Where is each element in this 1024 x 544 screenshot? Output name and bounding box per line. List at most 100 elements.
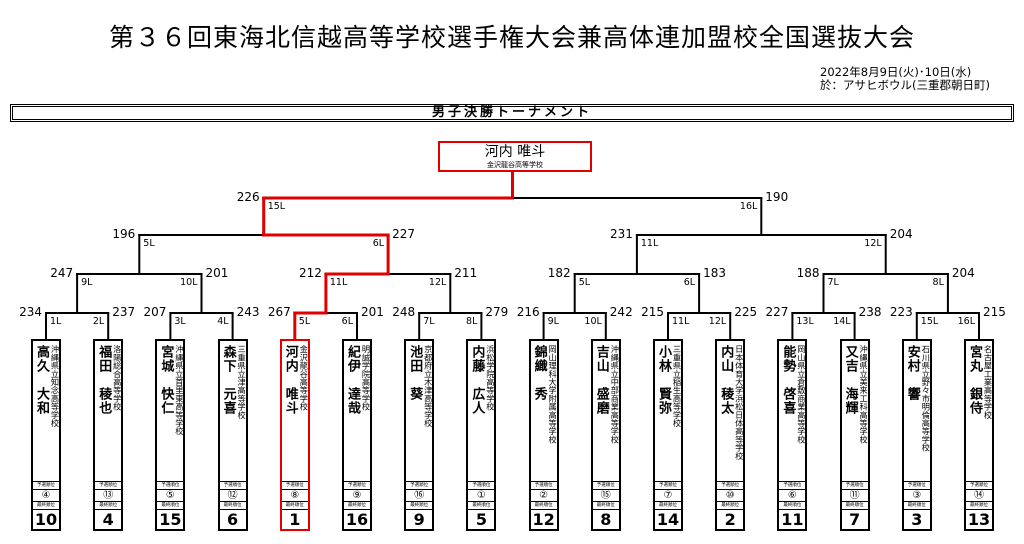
round1-match-6-right-lane: 12L [708, 316, 727, 327]
player-name: 又吉 海輝 [842, 345, 858, 415]
champion-box: 河内 唯斗 金沢龍谷高等学校 [438, 141, 592, 172]
seed-rank: ③ [903, 489, 930, 501]
final-label: 最終順位 [33, 501, 59, 509]
final-label: 最終順位 [655, 501, 681, 509]
page-title: 第３６回東海北信越高等学校選手権大会兼高体連加盟校全国選抜大会 [108, 23, 915, 52]
round1-match-5-right-score: 242 [609, 305, 633, 319]
seed-label: 予選順位 [219, 481, 246, 489]
seed-rank: ⑫ [219, 489, 246, 501]
round1-match-3-left-score: 267 [267, 305, 291, 319]
semifinal-2-right-lane: 12L [864, 238, 882, 249]
semifinal-1-left-score: 196 [112, 227, 136, 241]
final-match-right-score: 190 [765, 190, 789, 204]
final-label: 最終順位 [530, 501, 557, 509]
final-match-left-lane: 15L [267, 201, 286, 212]
final-rank: 14 [655, 509, 681, 529]
player-name: 高久 大和 [34, 345, 49, 415]
player-school: 沖縄県立中部商業高等学校 [609, 345, 620, 444]
seed-label: 予選順位 [33, 481, 59, 489]
round1-match-7-right-lane: 14L [833, 316, 851, 327]
player-name: 森下 元喜 [220, 345, 236, 415]
seed-label: 予選順位 [281, 481, 308, 489]
round1-match-8-left-lane: 15L [920, 316, 939, 327]
player-school: 明誠学院高等学校 [361, 345, 371, 411]
final-match-right-lane: 16L [739, 201, 758, 212]
seed-rank: ② [530, 489, 557, 501]
seed-rank: ⑩ [717, 489, 744, 501]
final-match-left-score: 226 [236, 190, 260, 204]
seed-label: 予選順位 [344, 481, 370, 489]
round1-match-2-right-score: 243 [236, 305, 260, 319]
round2-match-2-right-lane: 12L [428, 277, 447, 288]
seed-rank: ⑯ [406, 489, 433, 501]
player-name: 宮丸 銀侍 [967, 345, 982, 415]
round1-match-2-right-lane: 4L [217, 316, 229, 327]
round2-match-1-left-lane: 9L [81, 277, 93, 288]
player-name: 内山 稜太 [718, 345, 734, 415]
final-label: 最終順位 [406, 501, 433, 509]
semifinal-2-right-score: 204 [889, 227, 913, 241]
round1-match-6-left-lane: 11L [672, 316, 690, 327]
semifinal-2-left-score: 231 [609, 227, 633, 241]
final-rank: 1 [281, 509, 308, 530]
player-name: 能勢 啓喜 [780, 345, 796, 415]
player-name: 福田 稜也 [96, 345, 112, 415]
round1-match-5-left-lane: 9L [547, 316, 559, 327]
semifinal-1-right-score: 227 [392, 227, 415, 241]
final-rank: 8 [592, 509, 619, 530]
final-label: 最終順位 [903, 501, 930, 509]
seed-rank: ⑬ [95, 489, 122, 501]
round2-match-3-right-lane: 6L [683, 277, 696, 288]
semifinal-1-left-lane: 5L [143, 238, 155, 249]
seed-rank: ⑦ [655, 489, 681, 501]
final-label: 最終順位 [95, 501, 122, 509]
final-label: 最終順位 [344, 501, 370, 509]
seed-rank: ① [468, 489, 495, 501]
player-school: 日本体育大学浜松日体高等学校 [734, 345, 745, 460]
player-school: 沖縄県立知念高等学校 [50, 345, 60, 427]
player-name: 小林 賢弥 [656, 345, 671, 415]
player-school: 沖縄県立美来工科高等学校 [858, 345, 869, 444]
round2-match-3-right-score: 183 [703, 266, 726, 280]
seed-rank: ⑭ [966, 489, 992, 501]
round1-match-4-left-score: 248 [392, 305, 416, 319]
final-rank: 15 [157, 509, 184, 529]
seed-label: 予選順位 [655, 481, 681, 489]
round2-match-4-left-lane: 7L [827, 277, 839, 288]
seed-rank: ⑪ [841, 489, 868, 501]
final-rank: 9 [406, 509, 433, 530]
round1-match-1-left-lane: 1L [50, 316, 62, 327]
seed-rank: ⑥ [779, 489, 806, 501]
round2-match-4-right-score: 204 [951, 266, 975, 280]
round1-match-7-left-lane: 13L [796, 316, 814, 327]
player-school: 浜松学院高等学校 [485, 345, 496, 411]
final-rank: 5 [468, 509, 495, 530]
round2-match-1-right-score: 201 [205, 266, 229, 280]
seed-label: 予選順位 [903, 481, 930, 489]
player-school: 洛陽総合高等学校 [112, 345, 123, 411]
round1-match-1-left-score: 234 [19, 305, 42, 319]
seed-label: 予選順位 [717, 481, 744, 489]
champion-school: 金沢龍谷高等学校 [487, 161, 543, 169]
section-banner: 男子決勝トーナメント [10, 104, 1014, 122]
final-rank: 7 [841, 509, 868, 530]
event-venue: 於：アサヒボウル(三重郡朝日町) [820, 78, 990, 92]
seed-rank: ④ [33, 489, 59, 501]
player-school: 岡山理科大学附属高等学校 [547, 345, 558, 444]
round2-match-3-left-lane: 5L [578, 277, 591, 288]
champion-name: 河内 唯斗 [484, 144, 546, 160]
player-school: 三重県立稲生高等学校 [672, 345, 682, 427]
player-name: 池田 葵 [407, 345, 423, 401]
round1-match-8-left-score: 223 [889, 305, 913, 319]
